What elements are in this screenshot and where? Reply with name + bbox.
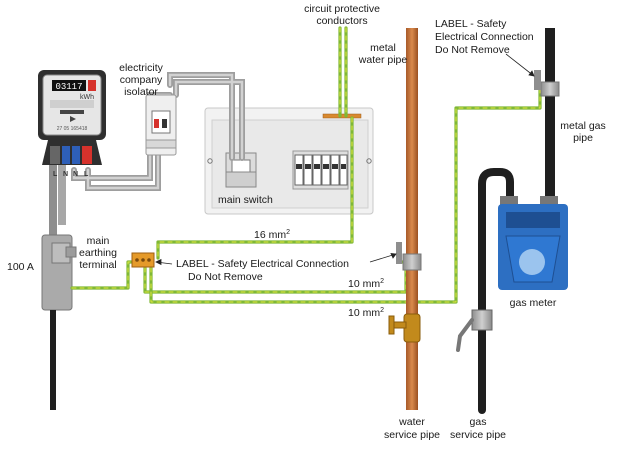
- gas-meter: [498, 196, 568, 290]
- isolator-label-line3: isolator: [124, 86, 158, 98]
- amp-rating-label: 100 A: [7, 261, 34, 273]
- terminal-l-right: L: [84, 171, 89, 178]
- top-label-line2: Electrical Connection: [435, 31, 534, 43]
- cable-size-10-water: 10 mm2: [348, 278, 384, 290]
- mid-label-line1: LABEL - Safety Electrical Connection: [176, 258, 349, 270]
- cpc-label-line1: circuit protective: [304, 3, 380, 15]
- top-label-line3: Do Not Remove: [435, 44, 510, 56]
- gas-meter-label: gas meter: [510, 297, 557, 309]
- metal-gas-label-line2: pipe: [573, 132, 593, 144]
- electricity-meter: [38, 70, 106, 165]
- gas-service-label-line1: gas: [470, 416, 487, 428]
- gas-service-label-line2: service pipe: [450, 429, 506, 441]
- terminal-n-right: N: [73, 171, 78, 178]
- water-pipe: [388, 28, 422, 410]
- main-earthing-terminal: [131, 252, 155, 268]
- isolator-label-line1: electricity: [119, 62, 164, 74]
- meter-serial: 27 05 165418: [57, 126, 88, 132]
- earthing-terminal-label-line1: main: [87, 235, 110, 247]
- earthing-terminal-label-line2: earthing: [79, 247, 117, 259]
- circuit-breakers: [292, 150, 349, 190]
- cable-size-10-gas: 10 mm2: [348, 307, 384, 319]
- metal-gas-label-line1: metal gas: [560, 120, 606, 132]
- water-service-label-line1: water: [398, 416, 425, 428]
- annotation-leaders: [155, 53, 535, 266]
- text-labels: circuit protective conductors metal wate…: [7, 3, 606, 441]
- meter-unit: kWh: [80, 94, 94, 101]
- water-service-label-line2: service pipe: [384, 429, 440, 441]
- metal-gas-pipe: [534, 28, 560, 203]
- terminal-l-left: L: [53, 171, 58, 178]
- meter-reading: 03117: [55, 82, 82, 92]
- main-switch-label: main switch: [218, 194, 273, 206]
- gas-service-pipe: [456, 168, 514, 414]
- terminal-n-left: N: [63, 171, 68, 178]
- cable-size-16: 16 mm2: [254, 229, 290, 241]
- metal-water-label-line1: metal: [370, 42, 396, 54]
- earthing-terminal-label-line3: terminal: [79, 259, 116, 271]
- isolator-label-line2: company: [120, 74, 163, 86]
- cpc-label-line2: conductors: [316, 15, 367, 27]
- service-cutout: [41, 165, 77, 410]
- mid-label-line2: Do Not Remove: [188, 271, 263, 283]
- top-label-line1: LABEL - Safety: [435, 18, 507, 30]
- metal-water-label-line2: water pipe: [358, 54, 408, 66]
- company-isolator: [145, 94, 177, 156]
